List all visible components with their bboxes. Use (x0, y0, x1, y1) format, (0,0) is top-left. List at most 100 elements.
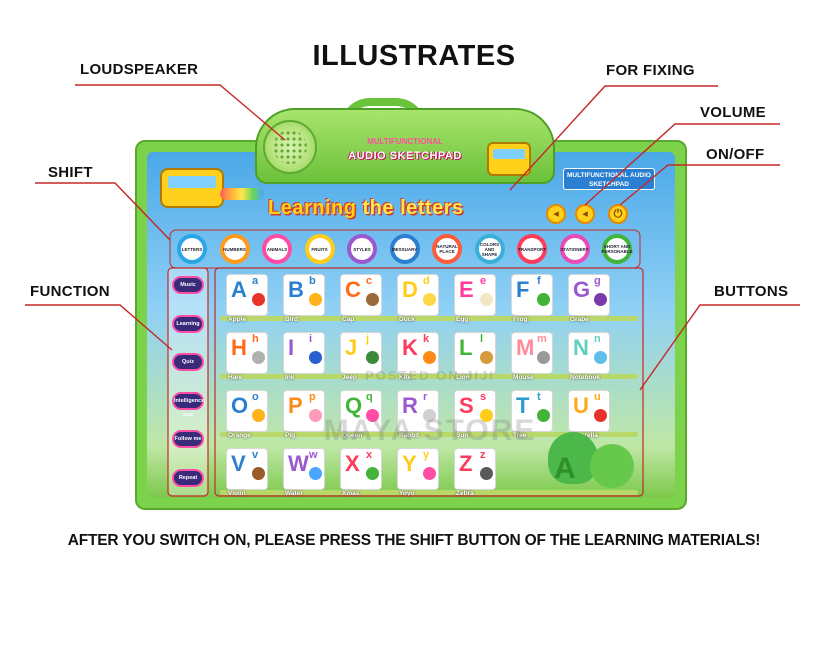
letter-lower: l (480, 333, 484, 345)
letter-lower: c (366, 275, 373, 287)
letter-picture-icon (366, 293, 379, 306)
callout-on-off: ON/OFF (706, 146, 765, 163)
letter-picture-icon (309, 467, 322, 480)
shift-button[interactable]: TRANSPORT (517, 234, 547, 264)
letter-picture-icon (594, 293, 607, 306)
letter-word: Violin (228, 490, 246, 497)
callout-function: FUNCTION (30, 283, 110, 300)
letter-lower: e (480, 275, 487, 287)
power-button[interactable]: ⏻ (608, 204, 628, 224)
shift-button-label: STYLES (353, 246, 371, 252)
letter-lower: i (309, 333, 313, 345)
letter-picture-icon (537, 293, 550, 306)
letter-word: Zebra (456, 490, 474, 497)
letter-word: Xmas (342, 490, 360, 497)
shift-button[interactable]: STATIONERY (559, 234, 590, 264)
letter-picture-icon (423, 293, 436, 306)
shift-button[interactable]: MESSUARY (389, 234, 420, 264)
letter-word: Water (285, 490, 303, 497)
letter-word: Egg (456, 316, 469, 323)
letter-upper: J (345, 335, 358, 360)
function-button[interactable]: Repeat (172, 468, 204, 487)
letter-word: Grape (570, 316, 589, 323)
function-button[interactable]: Quiz (172, 353, 204, 371)
shift-button-label: STATIONERY (560, 246, 589, 252)
letter-lower: h (252, 333, 259, 345)
letter-upper: B (288, 277, 304, 302)
letter-lower: b (309, 275, 316, 287)
volume-up-button[interactable]: ◂ (575, 204, 595, 224)
letter-word: Orange (228, 432, 251, 439)
shift-button[interactable]: SHORT AND PERSONABLE (601, 234, 633, 264)
board-title: Learning the letters (268, 197, 464, 220)
letter-lower: s (480, 391, 487, 403)
volume-down-button[interactable]: ◂ (546, 204, 566, 224)
letter-upper: C (345, 277, 361, 302)
letter-picture-icon (309, 351, 322, 364)
letter-word: Duck (399, 316, 415, 323)
letter-upper: D (402, 277, 418, 302)
shift-button-label: NUMBERS (223, 246, 246, 252)
shift-button[interactable]: NUMBERS (219, 234, 250, 264)
letter-upper: G (573, 277, 591, 302)
letter-upper: W (288, 451, 309, 476)
letter-upper: I (288, 335, 295, 360)
callout-shift: SHIFT (48, 164, 93, 181)
letter-lower: d (423, 275, 430, 287)
letter-lower: x (366, 449, 373, 461)
page-heading: ILLUSTRATES (312, 40, 516, 72)
shift-button-label: MESSUARY (391, 246, 418, 252)
shift-button[interactable]: ANIMALS (262, 234, 292, 264)
letter-upper: H (231, 335, 247, 360)
letter-lower: v (252, 449, 259, 461)
shift-button[interactable]: COLORS AND SHAPE (474, 234, 505, 264)
shift-button[interactable]: NATURAL PLACE (432, 234, 462, 264)
letter-lower: f (537, 275, 541, 287)
letter-upper: K (402, 335, 418, 360)
function-button[interactable]: Music (172, 276, 204, 294)
callout-volume: VOLUME (700, 104, 766, 121)
function-button[interactable]: Intelligence test (172, 391, 204, 418)
shift-button[interactable]: STYLES (347, 234, 377, 264)
shift-button-label: TRANSPORT (518, 246, 546, 252)
letter-lower: k (423, 333, 430, 345)
letter-upper: Y (402, 451, 417, 476)
function-button[interactable]: Follow me (172, 430, 204, 448)
letter-lower: a (252, 275, 259, 287)
letter-upper: A (231, 277, 247, 302)
bush-icon (590, 444, 634, 488)
letter-upper: L (459, 335, 473, 360)
function-button[interactable]: Learning (172, 314, 204, 333)
shift-button[interactable]: LETTERS (177, 234, 207, 264)
big-a-icon: A (554, 452, 576, 485)
speaker-low-icon: ◂ (553, 208, 559, 220)
school-bus-icon (487, 142, 531, 176)
letter-picture-icon (423, 351, 436, 364)
letter-upper: V (231, 451, 246, 476)
shift-button-label: LETTERS (181, 246, 203, 252)
letter-lower: w (309, 449, 318, 461)
board-title-part1: Learning (268, 197, 357, 219)
footer-instruction: AFTER YOU SWITCH ON, PLEASE PRESS THE SH… (67, 532, 761, 549)
letter-lower: y (423, 449, 430, 461)
shift-button[interactable]: FRUITS (304, 234, 335, 264)
letter-word: Cap (342, 316, 355, 323)
letter-upper: F (516, 277, 530, 302)
shift-button-label: ANIMALS (266, 246, 288, 252)
letter-picture-icon (252, 351, 265, 364)
letter-lower: t (537, 391, 541, 403)
